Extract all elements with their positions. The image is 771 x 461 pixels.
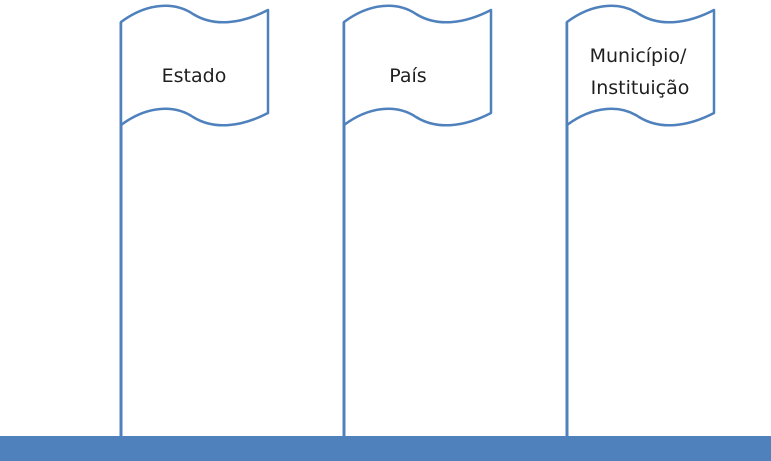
flag-municipio-banner bbox=[565, 4, 716, 127]
flag-municipio-label-line2: Instituição bbox=[591, 77, 690, 99]
flag-estado-banner bbox=[119, 4, 270, 127]
ground-bar bbox=[0, 436, 771, 461]
flag-estado-label: Estado bbox=[162, 65, 227, 87]
flag-municipio: Município/ Instituição bbox=[565, 4, 716, 438]
flag-pais-label: País bbox=[389, 65, 426, 87]
flag-pais-banner bbox=[342, 4, 493, 127]
flag-municipio-label-line1: Município/ bbox=[590, 45, 687, 67]
flag-estado: Estado bbox=[119, 4, 270, 438]
flag-pais: País bbox=[342, 4, 493, 438]
